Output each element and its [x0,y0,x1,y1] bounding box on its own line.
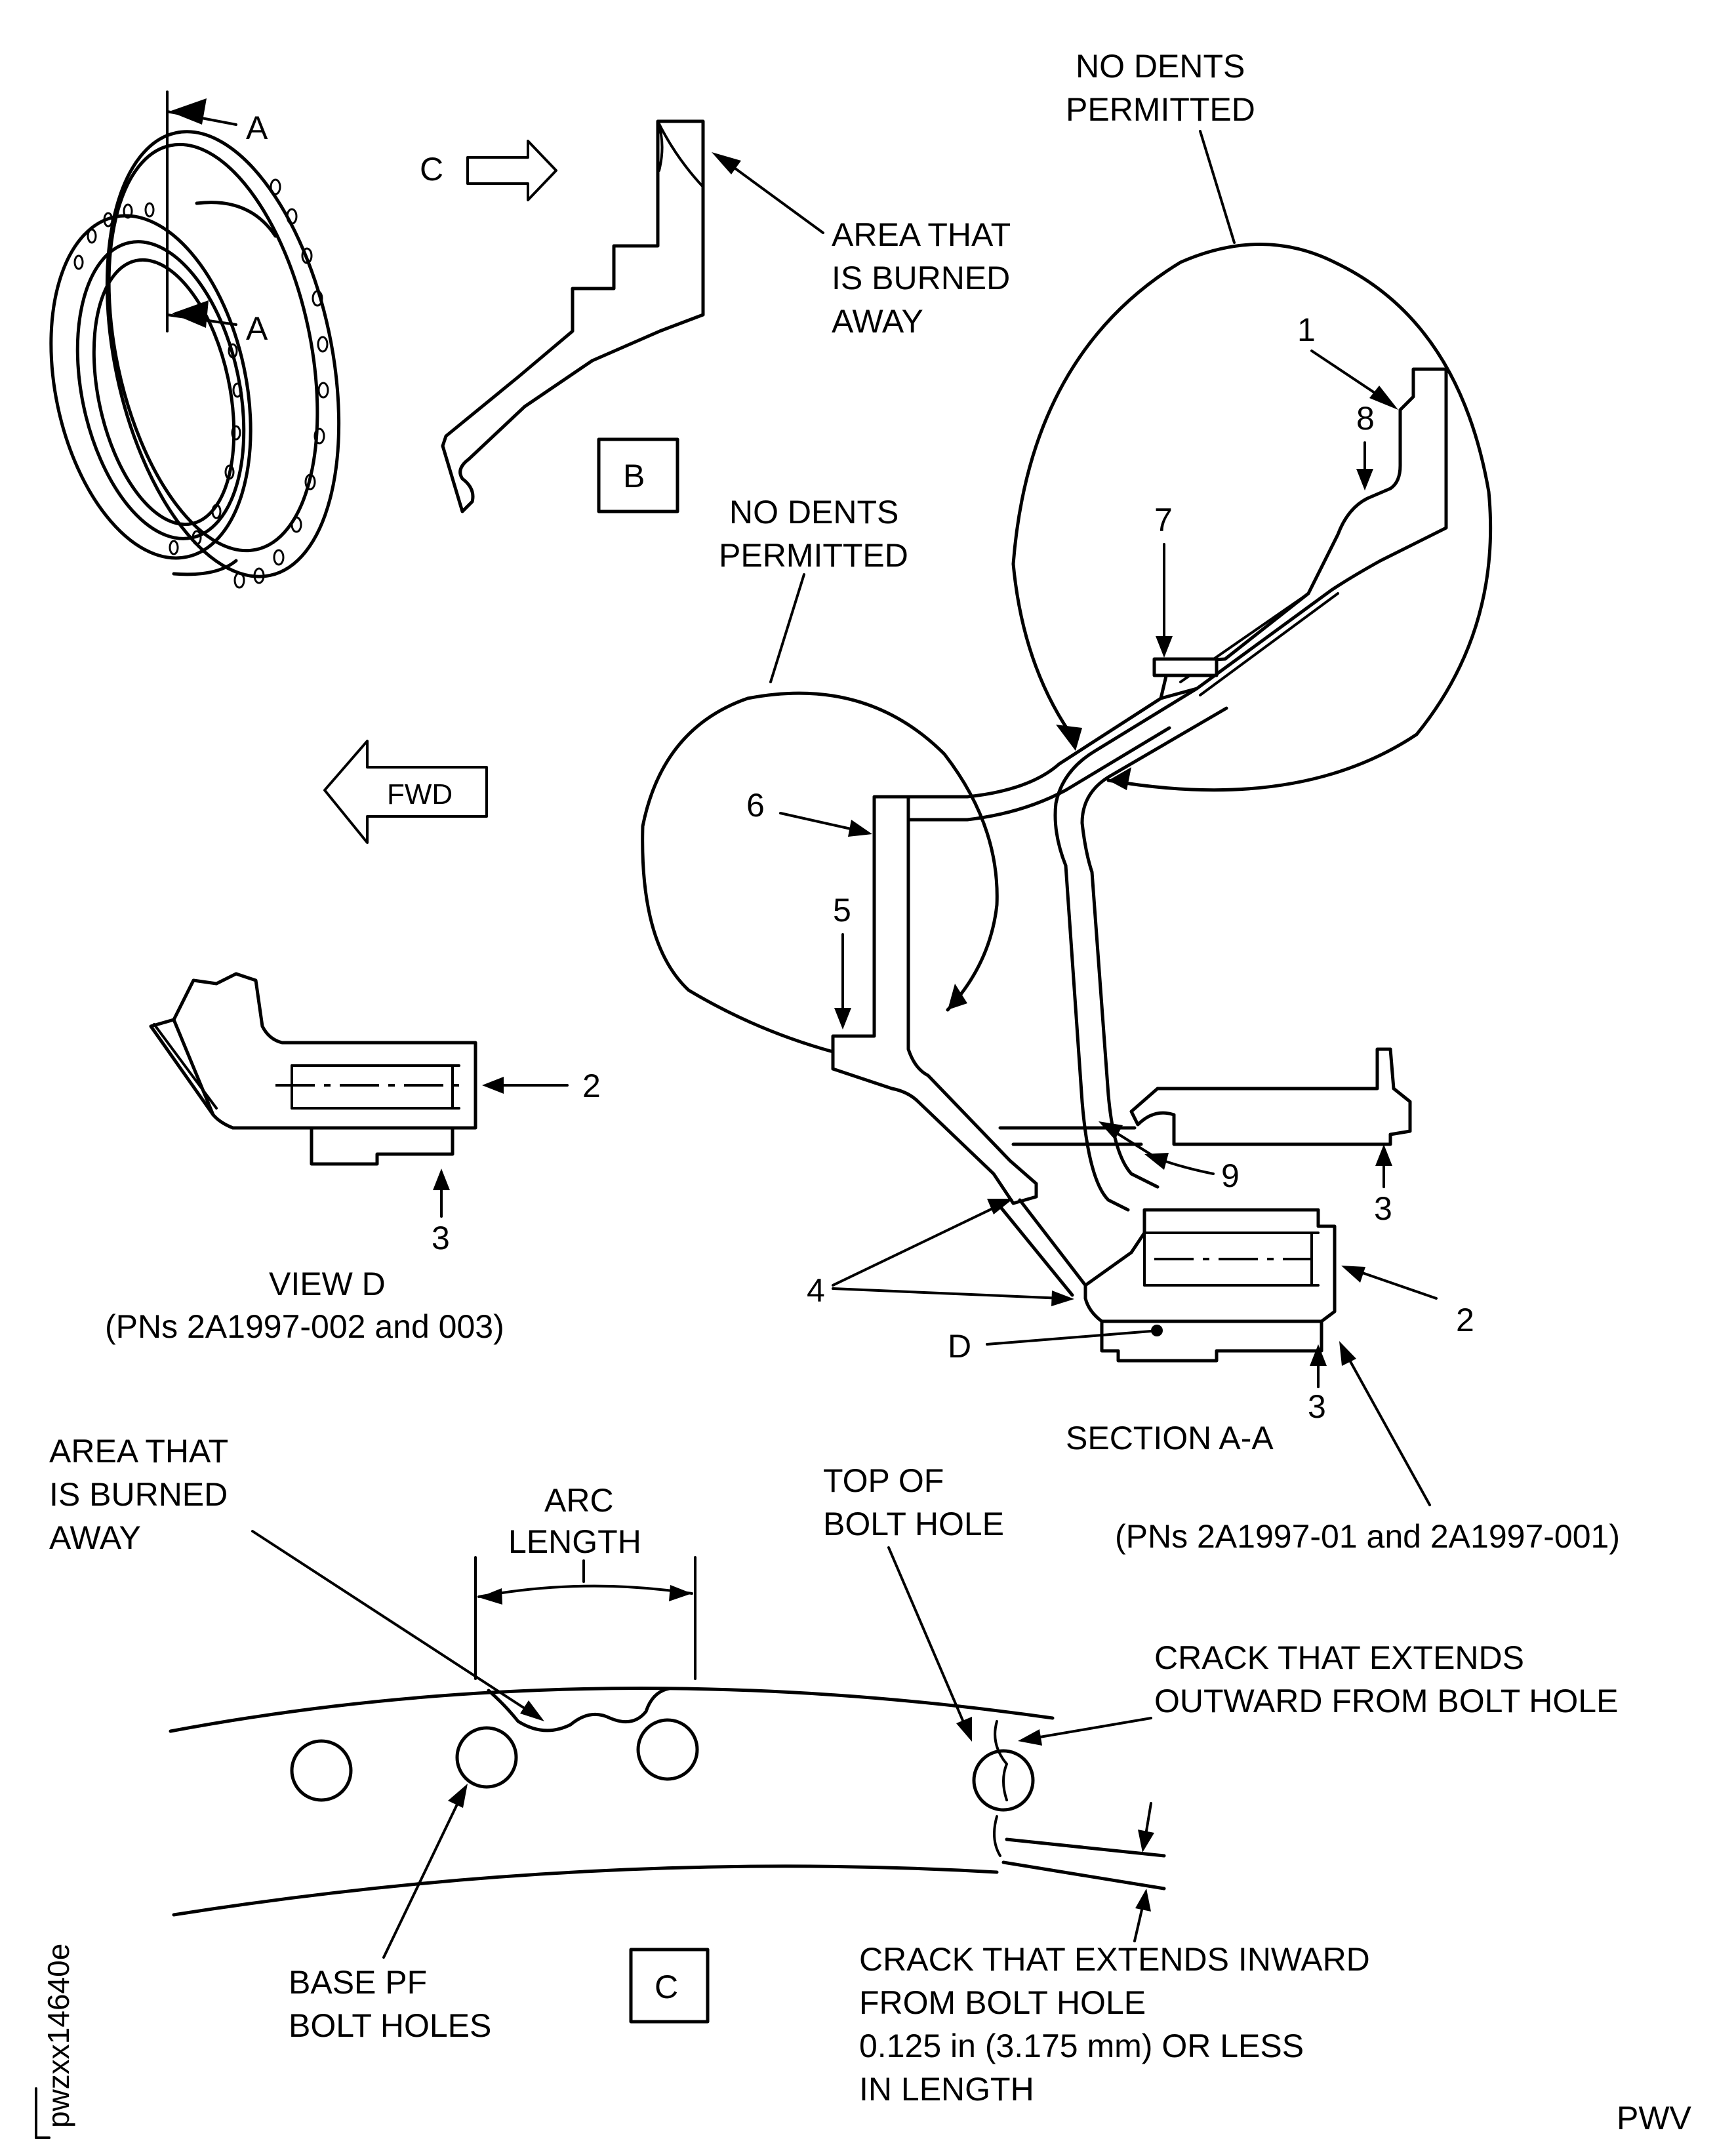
callout-7: 7 [1154,502,1173,538]
burned-c-line-3: AWAY [49,1519,141,1556]
no-dents-note-upper: NO DENTS PERMITTED [1066,48,1255,128]
crack-inward-line-1: CRACK THAT EXTENDS INWARD [859,1941,1370,1978]
view-c-label: C [420,151,443,188]
callout-5: 5 [833,892,851,929]
detail-b [441,119,705,513]
callout-1: 1 [1297,311,1316,348]
ring-isometric [49,90,341,589]
no-dents-note-lower: NO DENTS PERMITTED [719,494,908,574]
callout-2-section: 2 [1456,1302,1474,1338]
crack-inward-note: CRACK THAT EXTENDS INWARD FROM BOLT HOLE… [859,1941,1379,2108]
base-pf-line-2: BOLT HOLES [289,2007,491,2044]
no-dents-lower-line-2: PERMITTED [719,537,908,574]
corner-mark: PWV [1617,2100,1692,2136]
callout-3-section-lower: 3 [1308,1388,1326,1425]
crack-outward-note: CRACK THAT EXTENDS OUTWARD FROM BOLT HOL… [1154,1639,1618,1719]
fwd-label: FWD [387,778,453,811]
top-bolt-line-1: TOP OF [823,1462,944,1499]
burned-b-line-2: IS BURNED [832,260,1010,296]
section-a-a-part-numbers: (PNs 2A1997-01 and 2A1997-001) [1115,1518,1620,1555]
bolt-holes-outer [233,178,329,589]
section-a-a [831,367,1448,1363]
burned-away-note-b: AREA THAT IS BURNED AWAY [832,216,1019,340]
no-dents-upper-line-1: NO DENTS [1076,48,1245,85]
arc-length-line-1: ARC [544,1482,614,1519]
detail-c [169,1556,1166,2024]
forward-arrow [323,740,488,844]
top-bolt-line-2: BOLT HOLE [823,1506,1004,1542]
no-dents-lower-line-1: NO DENTS [729,494,898,531]
view-c-arrow [466,140,557,201]
callout-4: 4 [807,1272,825,1309]
view-d [149,972,477,1166]
callout-2-view-d: 2 [582,1068,601,1104]
callout-d: D [948,1328,971,1365]
crack-inward-line-3: 0.125 in (3.175 mm) OR LESS [859,2028,1304,2064]
crack-inward-line-2: FROM BOLT HOLE [859,1984,1146,2021]
base-pf-line-1: BASE PF [289,1964,427,2001]
burned-b-line-3: AWAY [832,303,923,340]
callout-8: 8 [1356,400,1375,437]
crack-outward-line-1: CRACK THAT EXTENDS [1154,1639,1524,1676]
view-d-part-numbers: (PNs 2A1997-002 and 003) [105,1308,504,1345]
detail-b-label: B [623,458,645,494]
arc-length-line-2: LENGTH [508,1523,641,1560]
no-dents-upper-line-2: PERMITTED [1066,91,1255,128]
bolt-holes-inner [73,202,243,555]
section-marker-a-bottom: A [246,310,268,347]
top-of-bolt-hole-note: TOP OF BOLT HOLE [823,1462,1004,1542]
callout-3-section-upper: 3 [1374,1190,1392,1227]
burned-c-line-1: AREA THAT [49,1433,228,1470]
figure-id: pwzxx14640e [41,1944,75,2128]
arc-length-note: ARC LENGTH [508,1482,641,1560]
no-dents-zone-upper [1011,243,1493,792]
burned-b-line-1: AREA THAT [832,216,1011,253]
view-d-title: VIEW D [269,1266,386,1302]
callout-3-view-d: 3 [432,1220,450,1256]
section-a-a-title: SECTION A-A [1066,1420,1274,1456]
base-pf-bolt-holes-note: BASE PF BOLT HOLES [289,1964,491,2044]
crack-outward-line-2: OUTWARD FROM BOLT HOLE [1154,1683,1618,1719]
burned-c-line-2: IS BURNED [49,1476,228,1513]
crack-inward-line-4: IN LENGTH [859,2071,1034,2108]
section-marker-a-top: A [246,110,268,146]
no-dents-zone-lower [641,691,999,1070]
callout-6: 6 [746,787,765,824]
burned-away-note-c: AREA THAT IS BURNED AWAY [49,1433,237,1556]
callout-9: 9 [1221,1157,1240,1194]
detail-c-label: C [655,1969,678,2005]
